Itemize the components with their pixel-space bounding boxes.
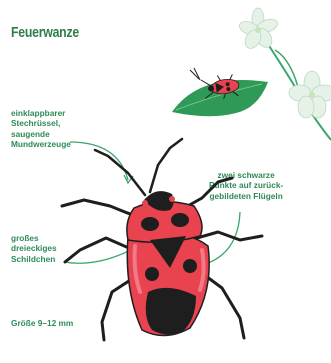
firebug-illustration <box>62 139 262 340</box>
flower-branch-illustration <box>172 8 331 140</box>
leader-line-mouthparts <box>70 142 128 180</box>
